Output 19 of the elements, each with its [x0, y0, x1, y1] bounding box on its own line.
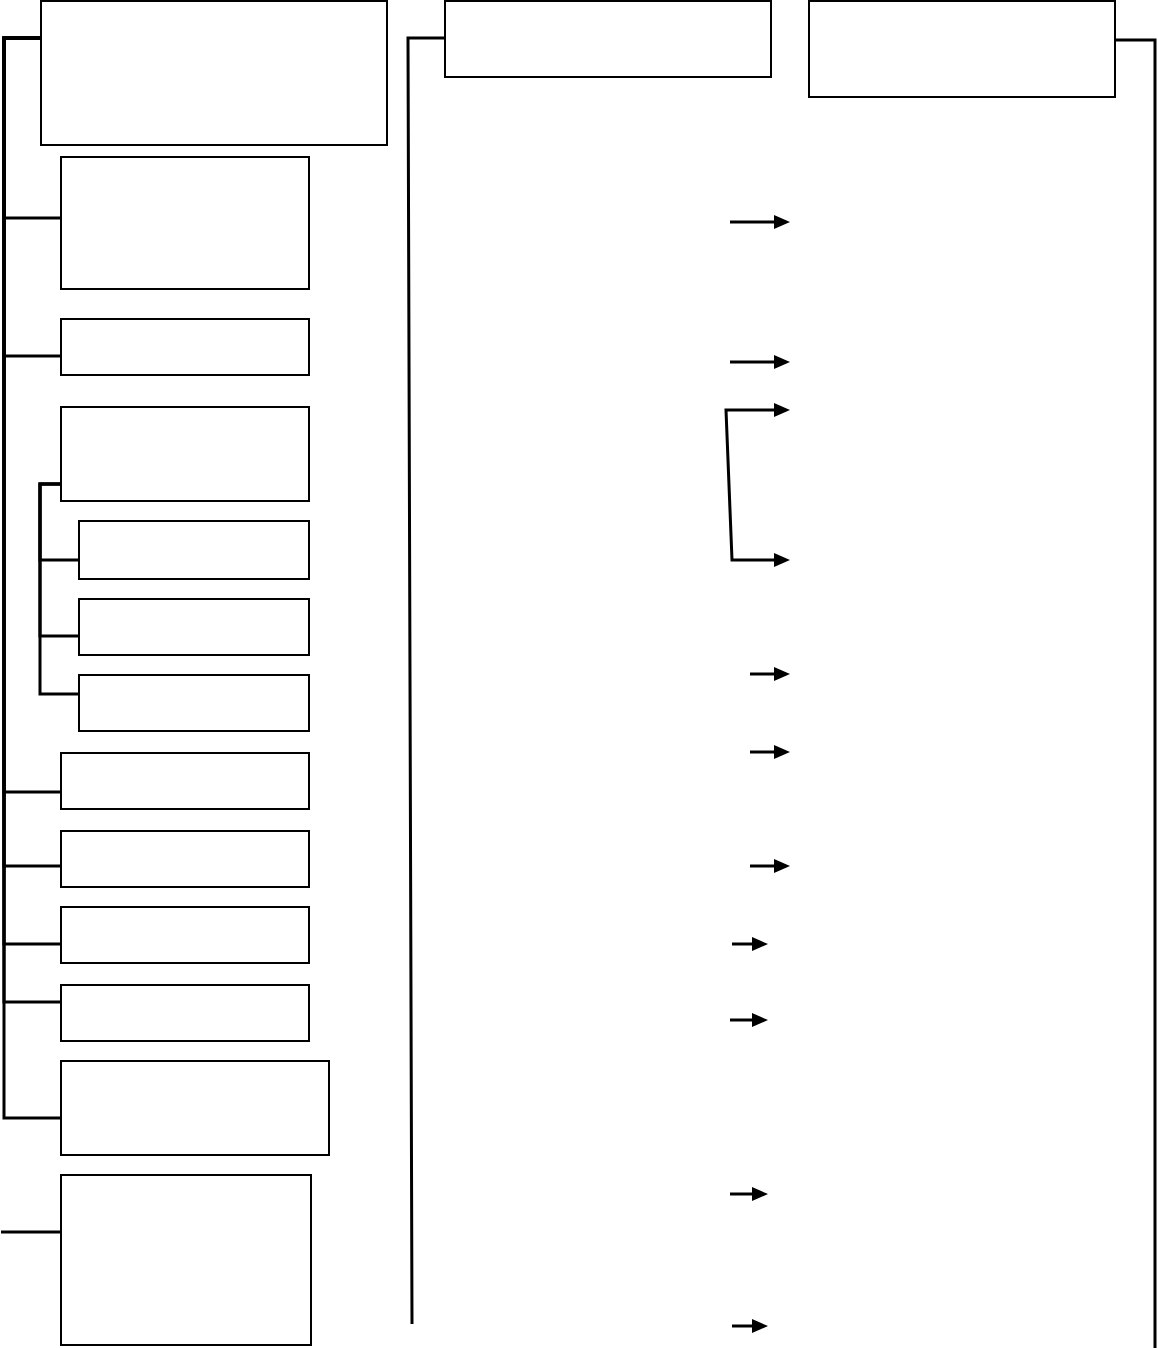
blank-box	[60, 318, 310, 376]
blank-box	[60, 752, 310, 810]
blank-box	[60, 1060, 330, 1156]
connector-line	[1116, 38, 1157, 1348]
blank-box	[808, 0, 1116, 98]
blank-box	[78, 520, 310, 580]
blank-box	[60, 156, 310, 290]
blank-box	[444, 0, 772, 78]
connector-line	[1, 1230, 60, 1234]
connector-line	[406, 36, 444, 1324]
blank-box	[60, 984, 310, 1042]
blank-box	[40, 0, 388, 146]
blank-box	[78, 598, 310, 656]
blank-box	[60, 906, 310, 964]
blank-box	[60, 830, 310, 888]
blank-box	[60, 406, 310, 502]
blank-box	[60, 1174, 312, 1346]
blank-box	[78, 674, 310, 732]
connector-line	[38, 482, 78, 696]
